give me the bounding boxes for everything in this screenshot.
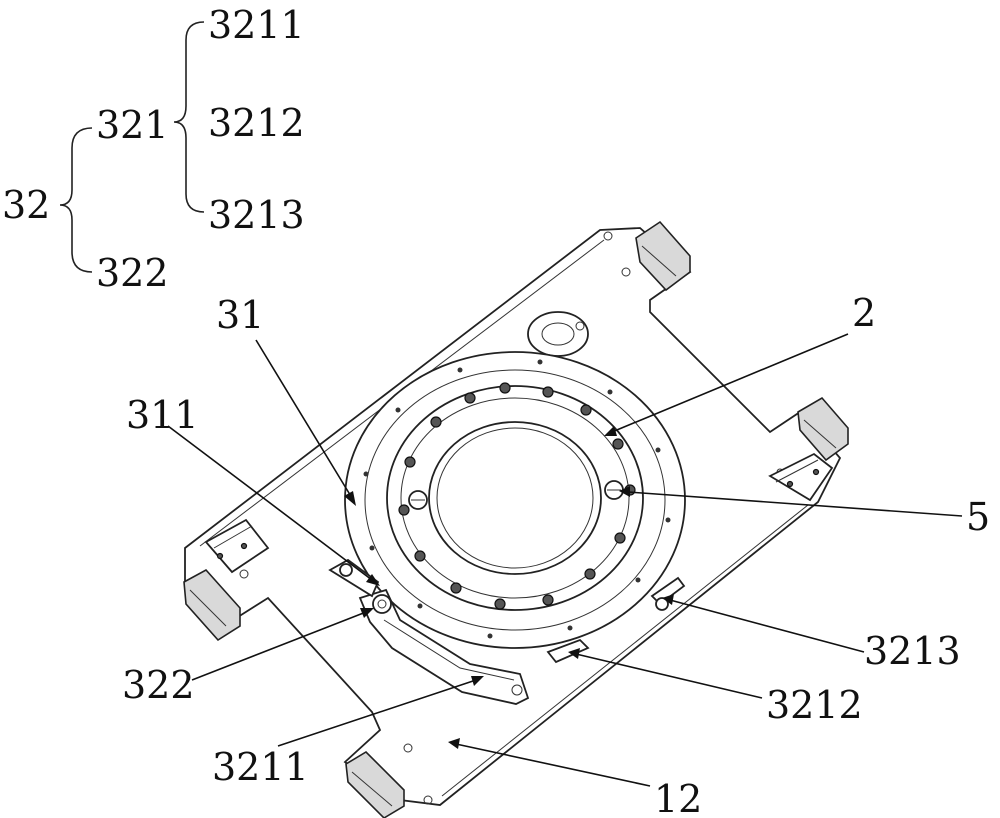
- callout-311: 311: [126, 393, 199, 437]
- callout-12: 12: [654, 777, 702, 818]
- tree-child-label-321: 321: [96, 103, 169, 147]
- callout-5: 5: [966, 495, 990, 539]
- callout-322: 322: [122, 663, 195, 707]
- callout-2: 2: [852, 291, 876, 335]
- callout-3213: 3213: [864, 629, 961, 673]
- part-hierarchy-tree: 32 321 322 3211 3212 3213: [2, 3, 305, 295]
- callout-3211: 3211: [212, 745, 309, 789]
- tree-root-brace: [60, 128, 92, 272]
- tree-grandchild-label-3213: 3213: [208, 193, 305, 237]
- tree-grandchild-label-3212: 3212: [208, 101, 305, 145]
- leader-3212: [576, 654, 762, 698]
- stop-pin: [373, 595, 391, 613]
- tree-root-label: 32: [2, 183, 50, 227]
- tree-child-brace: [174, 22, 204, 212]
- callout-31: 31: [216, 293, 264, 337]
- leader-3213: [670, 600, 864, 652]
- tree-grandchild-label-3211: 3211: [208, 3, 305, 47]
- mounting-boss: [528, 312, 588, 356]
- tree-child-label-322: 322: [96, 251, 169, 295]
- mechanism-drawing: [184, 222, 848, 818]
- callout-3212: 3212: [766, 683, 863, 727]
